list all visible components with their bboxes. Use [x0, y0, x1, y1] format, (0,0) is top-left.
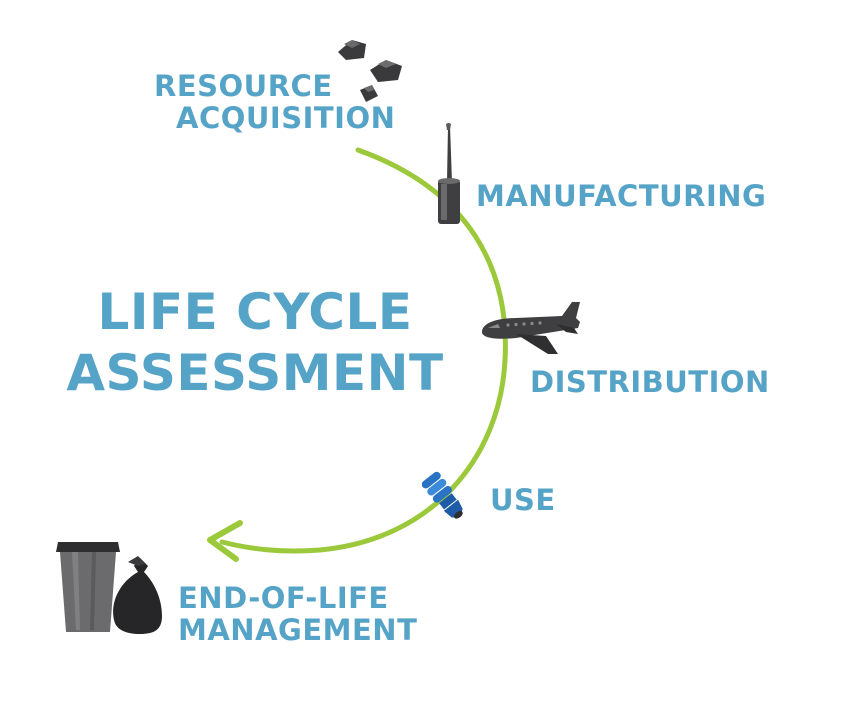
diagram-title: LIFE CYCLE ASSESSMENT	[60, 282, 450, 404]
trash-can-icon	[56, 542, 162, 634]
end-of-life-line2: MANAGEMENT	[178, 613, 418, 648]
light-bulb-icon	[422, 471, 463, 519]
end-of-life-label: END-OF-LIFE MANAGEMENT	[178, 582, 417, 647]
rocks-icon	[338, 40, 402, 102]
title-line2: ASSESSMENT	[66, 344, 444, 402]
factory-chimney-icon	[438, 123, 460, 224]
distribution-label: DISTRIBUTION	[530, 365, 770, 399]
resource-line1: RESOURCE	[154, 69, 333, 103]
end-of-life-line1: END-OF-LIFE	[178, 581, 389, 615]
manufacturing-label: MANUFACTURING	[476, 179, 767, 213]
airplane-icon	[482, 302, 580, 354]
arc-arrowhead	[207, 520, 243, 562]
use-label: USE	[490, 483, 556, 517]
resource-line2: ACQUISITION	[176, 101, 396, 136]
resource-acquisition-label: RESOURCE ACQUISITION	[154, 70, 402, 135]
title-line1: LIFE CYCLE	[97, 283, 413, 341]
